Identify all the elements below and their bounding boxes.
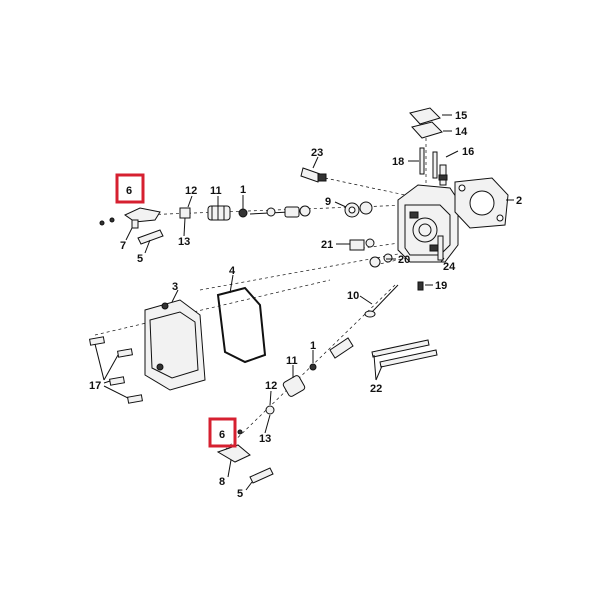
callout-6-upper: 6 xyxy=(126,185,132,197)
stud-18 xyxy=(419,147,438,179)
callout-1-lower: 1 xyxy=(310,340,316,352)
bolt-24 xyxy=(437,235,444,261)
rocker-shaft-5-lower xyxy=(249,467,274,484)
cover-gasket xyxy=(216,286,267,364)
callout-19: 19 xyxy=(435,280,447,292)
valve-10 xyxy=(364,284,399,318)
callout-2: 2 xyxy=(516,195,522,207)
cover-bolts xyxy=(89,336,143,404)
leader-lines xyxy=(94,114,514,491)
head-gasket xyxy=(454,177,509,229)
callout-24: 24 xyxy=(443,261,456,273)
callout-12-lower: 12 xyxy=(265,380,277,392)
callout-6-lower: 6 xyxy=(219,429,225,441)
highlight-box-part-6-upper xyxy=(115,173,145,204)
part-21 xyxy=(349,238,375,251)
callout-4: 4 xyxy=(229,265,236,277)
callout-11-upper: 11 xyxy=(210,185,222,197)
callout-15: 15 xyxy=(455,110,467,122)
callout-5-lower: 5 xyxy=(237,488,243,500)
lower-valve-train xyxy=(265,337,354,415)
bolt-19 xyxy=(417,281,424,291)
cylinder-head-cover xyxy=(144,299,206,391)
callout-18: 18 xyxy=(392,156,404,168)
callout-14: 14 xyxy=(455,126,468,138)
spark-plug-16 xyxy=(438,164,448,186)
callout-9: 9 xyxy=(325,196,331,208)
callout-16: 16 xyxy=(462,146,474,158)
callout-12-upper: 12 xyxy=(185,185,197,197)
callout-17: 17 xyxy=(89,380,101,392)
long-studs xyxy=(371,339,438,368)
rocker-shaft-5-upper xyxy=(137,229,164,245)
callout-13-upper: 13 xyxy=(178,236,190,248)
intake-flange xyxy=(409,107,443,185)
cylinder-head xyxy=(397,184,459,263)
seal-9 xyxy=(344,201,373,218)
callout-21: 21 xyxy=(321,239,333,251)
callout-22: 22 xyxy=(370,383,382,395)
callout-3: 3 xyxy=(172,281,178,293)
callout-5-upper: 5 xyxy=(137,253,143,265)
callout-23: 23 xyxy=(311,147,323,159)
highlight-box-part-6-lower xyxy=(208,417,237,448)
callout-7: 7 xyxy=(120,240,126,252)
part-20 xyxy=(369,253,393,268)
rocker-arm-6-upper xyxy=(99,207,161,229)
spark-plug-23 xyxy=(300,167,327,183)
callout-11-lower: 11 xyxy=(286,355,298,367)
callout-10: 10 xyxy=(347,290,359,302)
callout-13-lower: 13 xyxy=(259,433,271,445)
callout-labels: 15 14 16 18 23 2 9 21 20 24 19 10 12 11 … xyxy=(89,110,522,500)
upper-valve-train xyxy=(179,205,311,221)
callout-20: 20 xyxy=(398,254,410,266)
callout-1-upper: 1 xyxy=(240,184,246,196)
callout-8: 8 xyxy=(219,476,225,488)
